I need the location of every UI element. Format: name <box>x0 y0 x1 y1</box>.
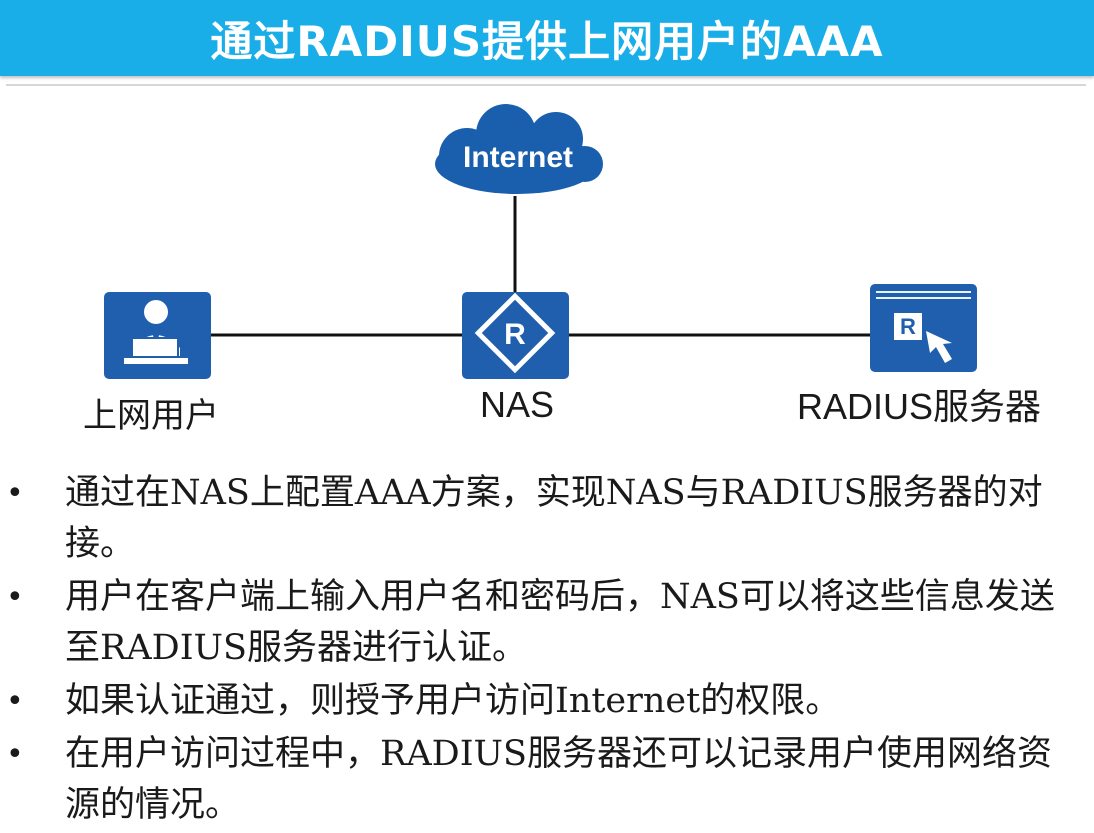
cloud-icon: Internet <box>435 104 603 194</box>
server-glyph: R <box>900 314 916 339</box>
radius-server-label: RADIUS服务器 <box>797 386 1042 427</box>
radius-server-icon: R <box>870 284 977 372</box>
router-glyph: R <box>504 318 526 351</box>
bullet-item-1: • 通过在NAS上配置AAA方案，实现NAS与RADIUS服务器的对接。 <box>0 468 1080 570</box>
page-title: 通过RADIUS提供上网用户的AAA <box>210 16 884 66</box>
bullet-item-3: • 如果认证通过，则授予用户访问Internet的权限。 <box>0 676 1080 727</box>
user-at-computer-icon <box>104 292 211 379</box>
bullet-dot-icon: • <box>6 737 24 772</box>
bullet-dot-icon: • <box>6 476 24 511</box>
bullet-text-4: 在用户访问过程中，RADIUS服务器还可以记录用户使用网络资源的情况。 <box>65 734 1052 825</box>
user-label: 上网用户 <box>83 396 219 436</box>
bullet-item-4: • 在用户访问过程中，RADIUS服务器还可以记录用户使用网络资源的情况。 <box>0 729 1080 831</box>
bullet-list: • 通过在NAS上配置AAA方案，实现NAS与RADIUS服务器的对接。 • 用… <box>0 468 1094 833</box>
network-diagram: Internet R R 上网用户 NAS RADIUS服务器 <box>83 104 1042 436</box>
title-bar: 通过RADIUS提供上网用户的AAA <box>0 0 1094 76</box>
content-frame <box>6 84 1086 826</box>
bullet-dot-icon: • <box>6 580 24 615</box>
bullet-text-1: 通过在NAS上配置AAA方案，实现NAS与RADIUS服务器的对接。 <box>65 473 1043 564</box>
bullet-text-3: 如果认证通过，则授予用户访问Internet的权限。 <box>65 681 841 721</box>
bullet-dot-icon: • <box>6 684 24 719</box>
router-icon: R <box>462 292 569 379</box>
nas-label: NAS <box>480 384 555 425</box>
bullet-text-2: 用户在客户端上输入用户名和密码后，NAS可以将这些信息发送至RADIUS服务器进… <box>65 577 1055 668</box>
network-diagram-svg: Internet R R <box>104 104 977 379</box>
internet-label: Internet <box>463 141 573 174</box>
bullet-item-2: • 用户在客户端上输入用户名和密码后，NAS可以将这些信息发送至RADIUS服务… <box>0 572 1080 674</box>
